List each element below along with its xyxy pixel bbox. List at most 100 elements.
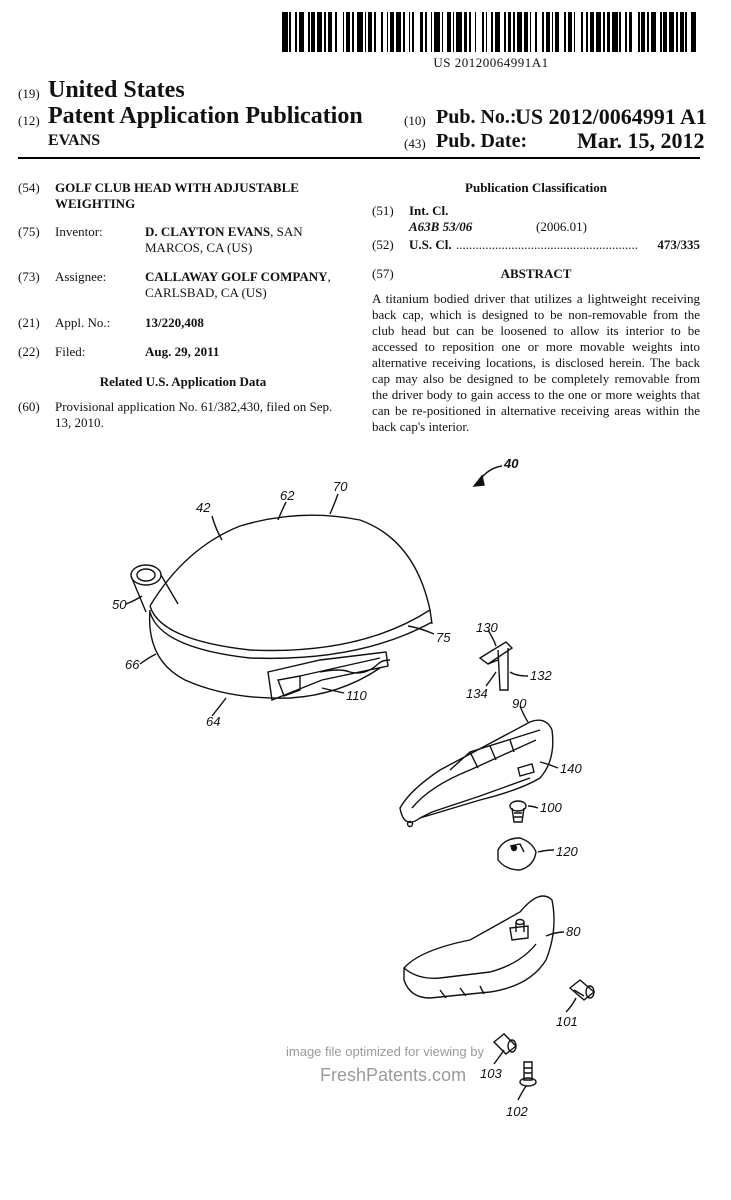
tag-19: (19): [18, 86, 40, 101]
barcode-bar: [401, 12, 404, 52]
barcode-bar: [447, 12, 451, 52]
barcode-bar: [661, 12, 664, 52]
club-skirt-line: [149, 611, 433, 660]
barcode-bar: [368, 12, 372, 52]
barcode-bar: [483, 12, 486, 52]
back-slot: [267, 651, 389, 701]
barcode-bar: [546, 12, 550, 52]
barcode-bar: [491, 12, 493, 52]
barcode-bar: [575, 12, 581, 52]
uscl-label: U.S. Cl.: [409, 237, 452, 252]
barcode-bar: [432, 12, 435, 52]
bibliographic-left: (54) GOLF CLUB HEAD WITH ADJUSTABLE WEIG…: [18, 180, 348, 440]
barcode-bar: [410, 12, 413, 52]
label-64: 64: [206, 714, 221, 729]
barcode-bar: [513, 12, 515, 52]
barcode-bar: [294, 12, 297, 52]
barcode-bar: [516, 12, 523, 52]
barcode-bar: [542, 12, 545, 52]
barcode-bar: [393, 12, 396, 52]
club-crown: [149, 514, 431, 611]
barcode-bar: [344, 12, 347, 52]
barcode-bar: [423, 12, 426, 52]
barcode-bar: [619, 12, 622, 52]
barcode-bar: [289, 12, 292, 52]
label-101: 101: [556, 1014, 578, 1029]
barcode-bar: [645, 12, 647, 52]
tag-12: (12): [18, 113, 40, 128]
barcode-bar: [403, 12, 405, 52]
abstract-text: A titanium bodied driver that utilizes a…: [372, 291, 700, 434]
barcode-bar: [371, 12, 374, 52]
barcode-bar: [404, 12, 409, 52]
barcode-bar: [304, 12, 308, 52]
barcode-bar: [443, 12, 448, 52]
barcode-bar: [646, 12, 649, 52]
label-40: 40: [504, 456, 519, 471]
label-100: 100: [540, 800, 562, 815]
barcode-bar: [650, 12, 657, 52]
label-80: 80: [566, 924, 581, 939]
assignee-location: , CARLSBAD, CA (US): [145, 269, 331, 300]
barcode-bar: [687, 12, 691, 52]
barcode-bar: [679, 12, 684, 52]
barcode-bar: [553, 12, 556, 52]
uscl-value: 473/335: [657, 237, 700, 252]
barcode-bar: [685, 12, 688, 52]
barcode-bar: [327, 12, 332, 52]
weight-120: [497, 837, 537, 871]
barcode-bar: [366, 12, 369, 52]
inventor-surname: EVANS: [48, 132, 101, 149]
barcode-bar: [637, 12, 640, 52]
barcode-bar: [676, 12, 679, 52]
barcode-bar: [307, 12, 310, 52]
pub-class-heading: Publication Classification: [465, 180, 607, 195]
barcode-bar: [291, 12, 295, 52]
barcode-bar: [463, 12, 468, 52]
barcode: [282, 12, 700, 52]
barcode-bar: [452, 12, 455, 52]
barcode-bar: [626, 12, 629, 52]
barcode-bar: [610, 12, 613, 52]
pub-no: US 2012/0064991 A1: [515, 104, 707, 129]
barcode-bar: [287, 12, 290, 52]
header-rule: [18, 157, 700, 159]
watermark-line-1: image file optimized for viewing by: [286, 1044, 484, 1059]
figure-arrowhead-40: [472, 474, 485, 487]
intcl-code: A63B 53/06: [409, 219, 473, 234]
barcode-bar: [324, 12, 327, 52]
label-140: 140: [560, 761, 582, 776]
barcode-bar: [470, 12, 475, 52]
barcode-bar: [382, 12, 387, 52]
barcode-bar: [621, 12, 625, 52]
related-heading: Related U.S. Application Data: [99, 374, 267, 389]
barcode-bar: [362, 12, 365, 52]
label-75: 75: [436, 630, 451, 645]
barcode-bar: [450, 12, 453, 52]
barcode-bar: [582, 12, 587, 52]
barcode-bar: [690, 12, 697, 52]
barcode-bar: [555, 12, 559, 52]
assignee-label: Assignee:: [55, 269, 107, 284]
assignee-tag: (73): [18, 269, 40, 284]
filed-label: Filed:: [55, 344, 86, 359]
barcode-bar: [604, 12, 607, 52]
pub-no-label: Pub. No.:: [436, 106, 517, 128]
barcode-bar: [527, 12, 530, 52]
barcode-bar: [529, 12, 532, 52]
club-body: [148, 609, 381, 699]
part-80-lower-cap: [403, 895, 555, 999]
barcode-bar: [388, 12, 391, 52]
barcode-bar: [663, 12, 668, 52]
barcode-bar: [439, 12, 442, 52]
barcode-bar: [558, 12, 565, 52]
barcode-bar: [335, 12, 338, 52]
club-crown-edge: [149, 605, 431, 652]
intcl-tag: (51): [372, 203, 394, 218]
barcode-bar: [467, 12, 470, 52]
barcode-bar: [316, 12, 323, 52]
barcode-bar: [566, 12, 569, 52]
barcode-number: US 20120064991A1: [433, 55, 549, 70]
filed-date: Aug. 29, 2011: [145, 344, 220, 359]
inventor-tag: (75): [18, 224, 40, 239]
